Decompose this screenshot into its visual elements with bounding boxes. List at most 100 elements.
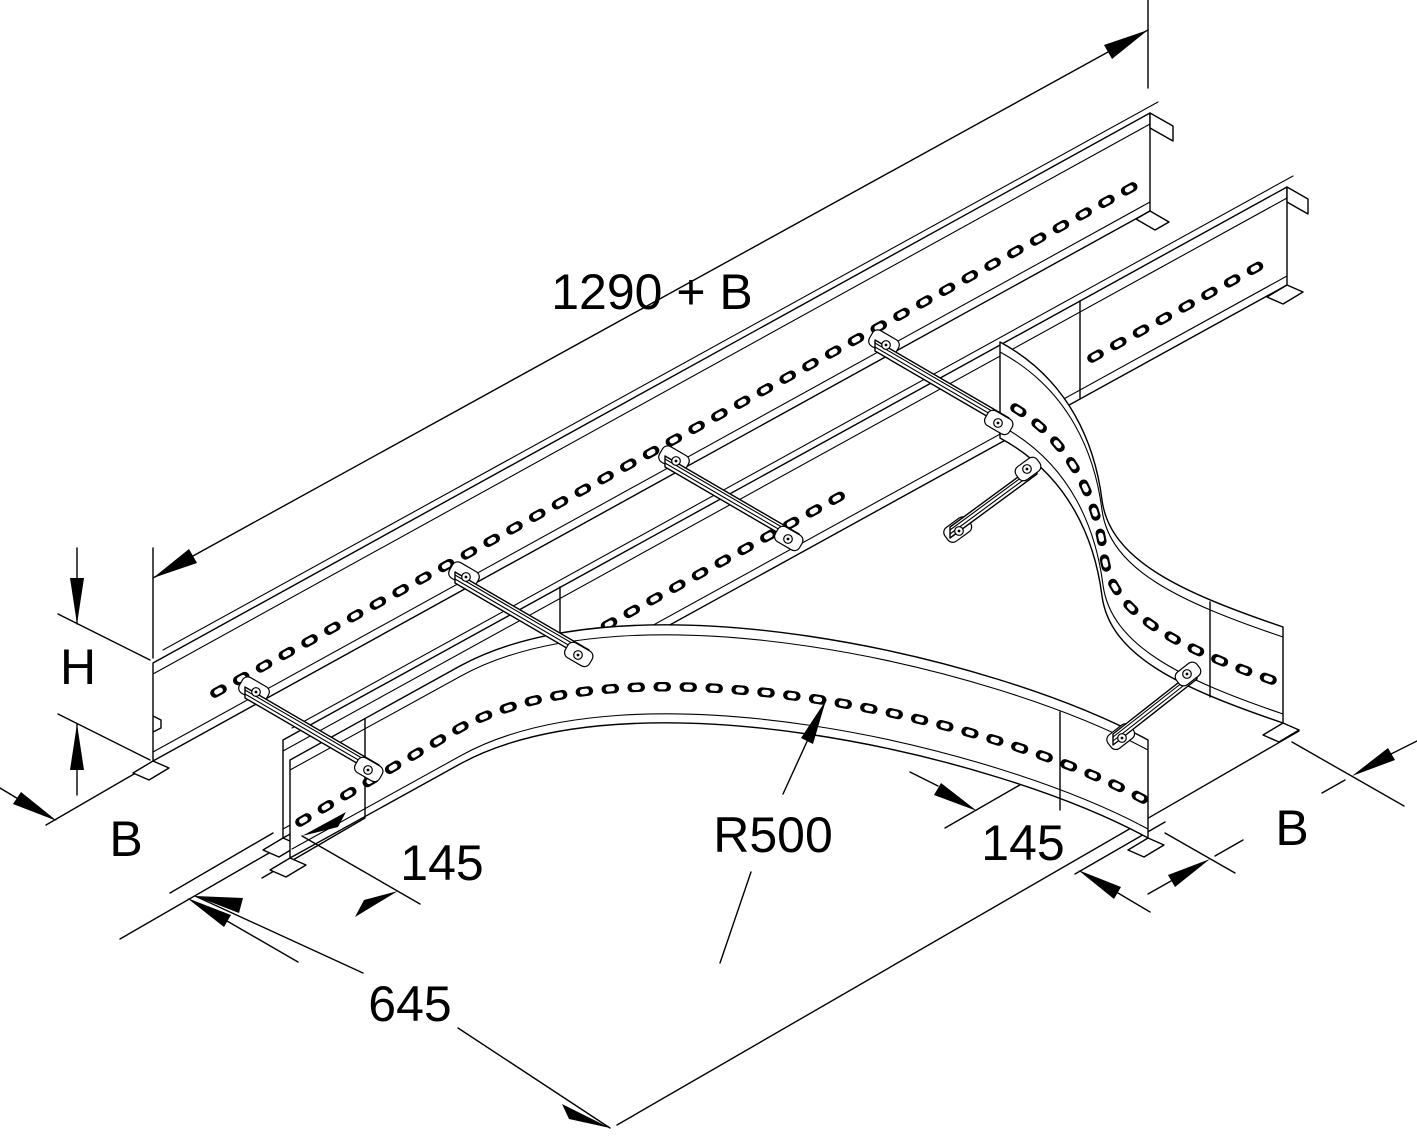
- ext-line-145-right-b: [1074, 821, 1166, 875]
- inner-curve-bottom-fold: [1004, 427, 1284, 715]
- outer-curve-top-fold: [289, 634, 1149, 771]
- branch-rung: [1106, 661, 1202, 751]
- dimension-height: H: [60, 547, 96, 796]
- rung-bolt: [366, 768, 370, 772]
- dim-line-width-right-b: [1147, 880, 1172, 895]
- rung: [448, 561, 594, 668]
- dim-label-height: H: [60, 639, 96, 695]
- dimension-145-left: 145: [301, 812, 484, 917]
- near-rail-slot-row-left-holes: [557, 489, 851, 654]
- rung-bolt: [1025, 467, 1029, 471]
- rung-bar-fold: [874, 342, 1010, 422]
- arrowhead: [70, 724, 84, 770]
- far-rail-right-flange-tab: [1149, 112, 1174, 142]
- arrowhead: [153, 549, 197, 578]
- rung-bolt: [576, 653, 580, 657]
- branch-front-rail-right-foot: [1127, 837, 1165, 858]
- arrowhead: [1168, 859, 1210, 887]
- rung: [658, 445, 804, 552]
- radius-leader-b: [719, 871, 752, 964]
- rung-bar-fold: [454, 574, 590, 654]
- arrowhead: [302, 812, 346, 836]
- arrowhead: [70, 578, 84, 624]
- arrowhead: [801, 700, 826, 744]
- arrowhead: [13, 792, 57, 821]
- rung-bolt: [254, 690, 258, 694]
- outer-curve-bottom-fold: [291, 713, 1149, 850]
- dim-line-width-right-a: [1390, 740, 1417, 755]
- branch-rung: [943, 456, 1042, 543]
- ext-line-width-right-front: [1164, 832, 1236, 874]
- arrowhead: [1104, 30, 1148, 59]
- dim-line-645-a: [194, 895, 364, 974]
- far-rail-left-foot: [132, 760, 170, 781]
- branch-inner-curved-rail: [999, 341, 1300, 743]
- branch-outer-curved-rail: [269, 624, 1165, 878]
- dim-line-145-right-b: [1117, 892, 1151, 913]
- rung-bar-fold: [454, 578, 590, 658]
- near-rail-back-flange-edge: [291, 175, 1294, 729]
- arrowhead: [195, 896, 243, 913]
- dimension-645: 645: [194, 895, 611, 1129]
- dim-line-width-left-a: [0, 787, 21, 801]
- dimension-width-left: B: [0, 787, 299, 963]
- rung-bolt: [1120, 736, 1124, 740]
- branch-back-rail-foot: [1262, 722, 1300, 743]
- near-rail-slot-row-right-holes: [1089, 256, 1275, 361]
- ladder-rungs: [238, 329, 1202, 783]
- far-rail-slot-row-holes: [212, 181, 1141, 696]
- arrowhead: [934, 783, 977, 811]
- ext-line-145-left-a: [169, 832, 274, 894]
- ext-line-height-bottom: [57, 713, 151, 761]
- rung-bolt: [957, 529, 961, 533]
- near-rail-right-flange-tab: [1286, 186, 1309, 215]
- rung-bar-fold: [244, 693, 380, 773]
- branch-front-rail-left-foot: [269, 857, 307, 878]
- dimension-width-right: B: [1147, 740, 1417, 895]
- dim-line-width-left-b: [226, 920, 299, 963]
- arrowhead: [1078, 870, 1121, 899]
- dim-label-radius: R500: [713, 807, 833, 863]
- rung-bolt: [674, 459, 678, 463]
- arrowhead: [355, 891, 398, 917]
- dimension-overall-length: 1290 + B: [152, 29, 1149, 579]
- rung-bar-fold: [244, 689, 380, 769]
- rung-bolt: [884, 343, 888, 347]
- ext-line-width-right-back: [1291, 741, 1405, 807]
- dim-label-145-left: 145: [400, 835, 483, 891]
- dim-line-overall-length: [152, 29, 1149, 579]
- dim-line-width-right-b2: [1214, 839, 1244, 857]
- rung-bolt: [996, 421, 1000, 425]
- dim-label-145-right: 145: [981, 815, 1064, 871]
- far-rail-bottom-fold: [152, 201, 1151, 753]
- rung: [868, 329, 1014, 436]
- far-rail-back-flange-edge: [162, 101, 1159, 651]
- dimension-radius: R500: [713, 699, 833, 964]
- arrowhead: [1352, 748, 1395, 776]
- ext-line-height-top: [57, 613, 151, 661]
- rung-bar-fold: [664, 462, 800, 542]
- rung-bar-fold: [874, 346, 1010, 426]
- far-side-rail: [132, 101, 1174, 781]
- dim-label-overall-length: 1290 + B: [551, 264, 753, 320]
- near-rail-right-foot: [1266, 284, 1304, 305]
- rung-bar-fold: [664, 458, 800, 538]
- arrowhead: [562, 1104, 610, 1128]
- far-rail-right-foot: [1135, 210, 1170, 231]
- ext-line-645-right: [616, 730, 1300, 1126]
- near-rail-top-fold: [282, 197, 1288, 752]
- rung-bolt: [1185, 672, 1189, 676]
- dim-label-645: 645: [368, 976, 451, 1032]
- rung-bolt: [464, 575, 468, 579]
- outer-curve-slot-row-holes: [297, 684, 1148, 825]
- rung-bolt: [786, 537, 790, 541]
- arrowhead: [187, 898, 231, 927]
- dim-label-width-right: B: [1275, 800, 1308, 856]
- dim-line-145-left: [301, 835, 421, 905]
- far-rail-left-notch: [152, 715, 162, 733]
- inner-curve-slot-row-holes: [1012, 405, 1275, 683]
- inner-curve-top-fold: [999, 351, 1284, 638]
- dim-line-645-b: [457, 1027, 611, 1129]
